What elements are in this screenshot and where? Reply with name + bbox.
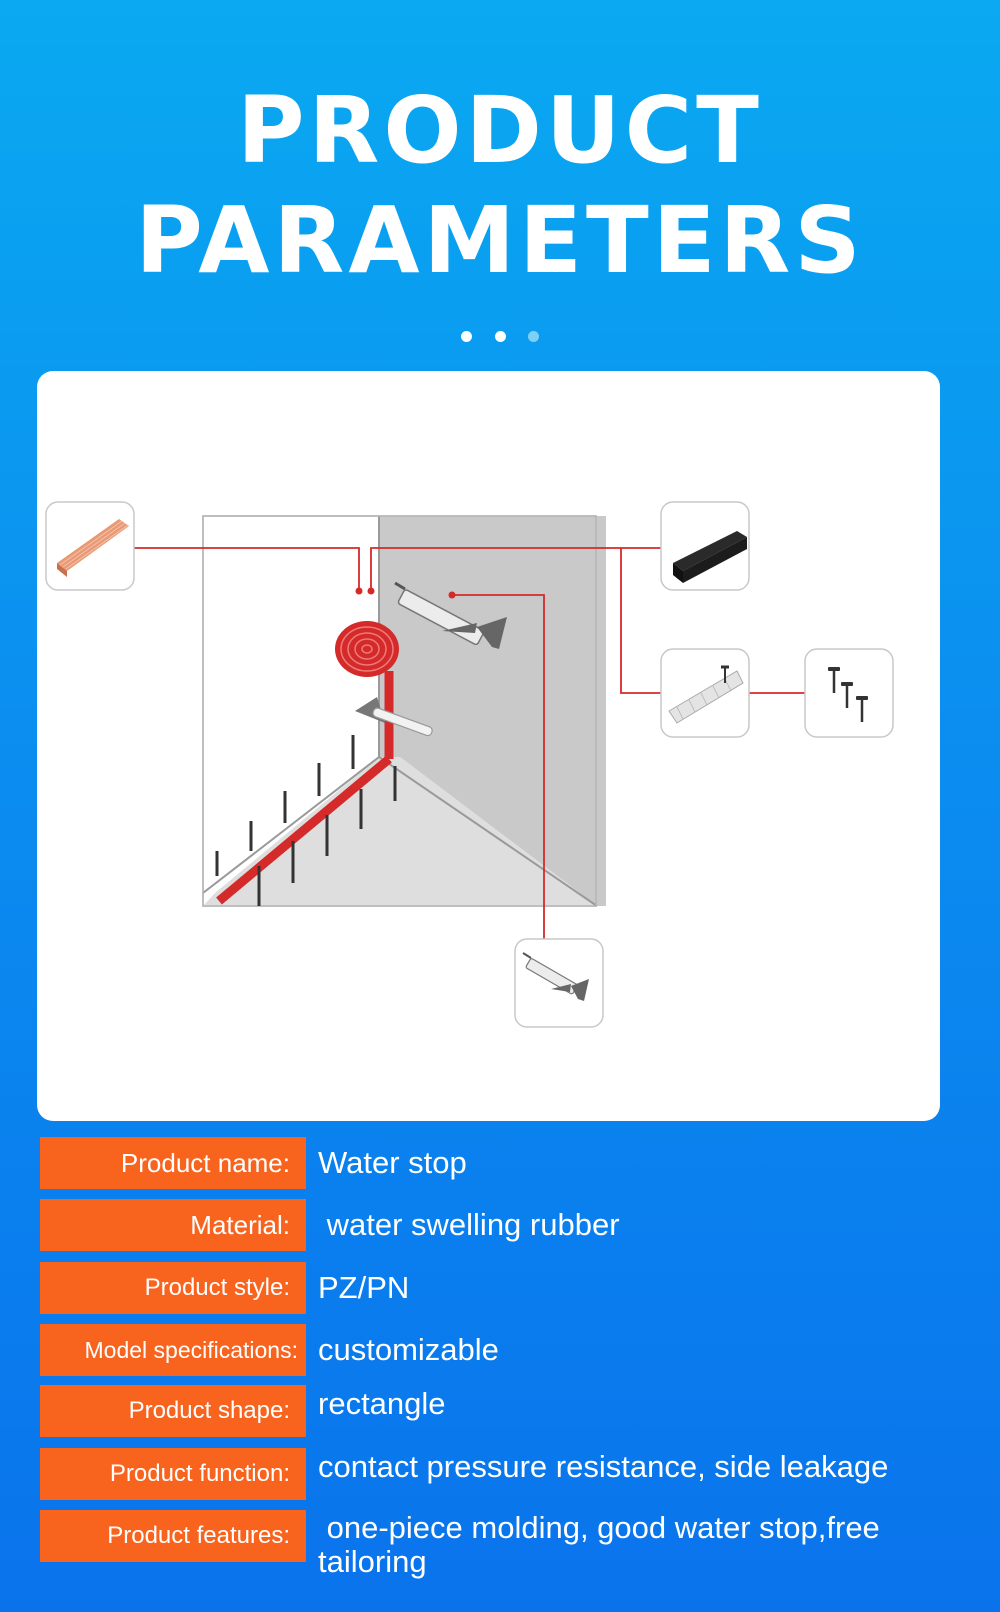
param-value: water swelling rubber: [318, 1207, 620, 1242]
param-label: Product name:: [40, 1137, 306, 1189]
param-label: Product shape:: [40, 1385, 306, 1437]
param-row-product-shape: Product shape: rectangle: [40, 1385, 970, 1437]
param-value: PZ/PN: [318, 1270, 410, 1305]
param-row-model-specifications: Model specifications: customizable: [40, 1324, 970, 1376]
param-value: customizable: [318, 1332, 499, 1367]
thumbnail-copper-strip[interactable]: [45, 501, 135, 591]
param-label: Product function:: [40, 1448, 306, 1500]
param-row-product-function: Product function: contact pressure resis…: [40, 1448, 970, 1500]
param-row-product-style: Product style: PZ/PN: [40, 1262, 970, 1314]
param-label: Material:: [40, 1199, 306, 1251]
carousel-dot-1[interactable]: [461, 331, 473, 342]
installation-diagram: [45, 501, 894, 1028]
param-row-product-name: Product name: Water stop: [40, 1137, 970, 1189]
param-label: Product features:: [40, 1510, 306, 1562]
thumbnail-caulk-gun[interactable]: [514, 938, 604, 1028]
carousel-dot-2[interactable]: [494, 331, 506, 342]
param-label: Product style:: [40, 1262, 306, 1314]
installation-diagram-card: [37, 371, 940, 1121]
param-value: Water stop: [318, 1145, 467, 1180]
wall-illustration: [202, 515, 606, 907]
thumbnail-nails[interactable]: [804, 648, 894, 738]
param-label: Model specifications:: [40, 1324, 306, 1376]
carousel-dot-3[interactable]: [527, 331, 539, 342]
thumbnail-rubber-bar[interactable]: [660, 501, 750, 591]
param-value: contact pressure resistance, side leakag…: [318, 1449, 889, 1484]
thumbnail-mesh[interactable]: [660, 648, 750, 738]
page-title-line2: PARAMETERS: [135, 187, 865, 294]
param-row-material: Material: water swelling rubber: [40, 1199, 970, 1251]
param-row-product-features: Product features: one-piece molding, goo…: [40, 1510, 970, 1579]
carousel-indicator[interactable]: [0, 329, 1000, 347]
param-value: one-piece molding, good water stop,free …: [318, 1510, 889, 1579]
param-value: rectangle: [318, 1386, 446, 1421]
page-title-line1: PRODUCT: [237, 77, 763, 184]
connector-lines: [134, 547, 805, 939]
